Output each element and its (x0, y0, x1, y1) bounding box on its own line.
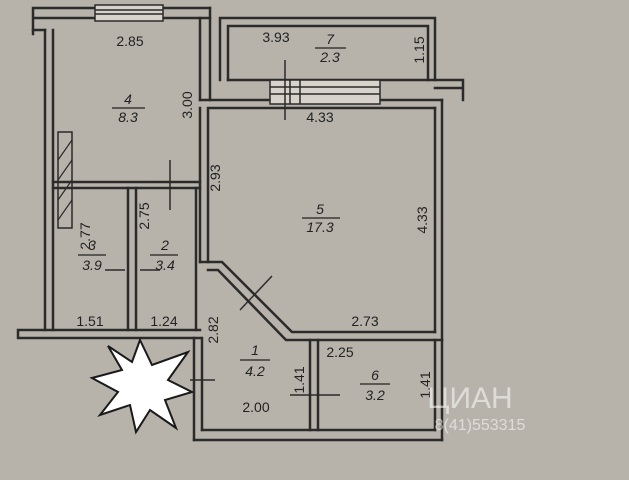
dimension-label: 2.00 (242, 399, 269, 415)
wall-room5-right (433, 98, 444, 342)
room-area: 2.3 (319, 49, 340, 65)
dimension-label: 1.51 (76, 313, 103, 329)
closet-hatch (57, 139, 73, 221)
dimension-label: 1.15 (411, 36, 427, 63)
windows (94, 4, 381, 105)
watermark: ЦИАН 8(41)553315 (427, 382, 525, 434)
wall-room6-left (308, 338, 320, 432)
wall-diagonal (198, 260, 444, 342)
dimension-label: 4.33 (414, 206, 430, 233)
door-room5 (239, 275, 273, 311)
star-sticker (89, 337, 195, 435)
window-room4 (94, 4, 164, 22)
room-area: 8.3 (118, 109, 138, 125)
wall-room5-left (198, 106, 210, 264)
watermark-brand: ЦИАН (427, 382, 512, 415)
closet (57, 131, 73, 229)
wall-bath-divider (126, 186, 138, 332)
dimension-label: 1.41 (417, 371, 433, 398)
dimension-label: 2.25 (326, 344, 353, 360)
room-number: 1 (251, 342, 259, 358)
dimension-label: 4.33 (306, 109, 333, 125)
room-number: 4 (124, 91, 132, 107)
room-number: 5 (316, 201, 324, 217)
walls (16, 6, 465, 442)
dimension-labels: 2.85 3.00 3.93 1.15 4.33 4.33 2.93 2.73 … (76, 29, 433, 415)
window-room5-lines (270, 80, 380, 104)
door-marks (105, 60, 340, 396)
dimension-label: 3.00 (179, 91, 195, 118)
wall-room7 (218, 16, 437, 82)
dimension-label: 2.93 (207, 164, 223, 191)
dimension-label: 2.82 (205, 316, 221, 343)
room-area: 17.3 (306, 219, 333, 235)
wall-hall-left (192, 336, 204, 442)
dimension-label: 1.41 (291, 366, 307, 393)
room-number: 6 (371, 367, 379, 383)
wall-room6-right (433, 338, 444, 442)
dimension-label: 1.24 (150, 313, 177, 329)
room-area: 3.2 (365, 387, 385, 403)
window-room5 (269, 79, 381, 105)
dimension-label: 2.85 (116, 33, 143, 49)
window-room4-lines (95, 9, 163, 15)
room-number: 2 (160, 237, 169, 253)
door-room4 (150, 160, 195, 210)
wall-room4-right (198, 6, 212, 102)
wall-bath-bottom (16, 328, 202, 340)
dimension-label: 3.93 (262, 29, 289, 45)
dimension-label: 2.77 (77, 222, 93, 249)
room-area: 3.4 (155, 257, 175, 273)
room-number: 7 (326, 31, 335, 47)
room-area: 4.2 (245, 363, 265, 379)
room-area: 3.9 (82, 257, 102, 273)
dimension-label: 2.75 (136, 202, 152, 229)
room-number: 3 (88, 237, 96, 253)
room-labels: 4 8.3 7 2.3 5 17.3 3 3.9 2 3.4 1 4.2 6 3… (78, 31, 390, 403)
watermark-phone: 8(41)553315 (435, 417, 526, 434)
dimension-label: 2.73 (351, 313, 378, 329)
